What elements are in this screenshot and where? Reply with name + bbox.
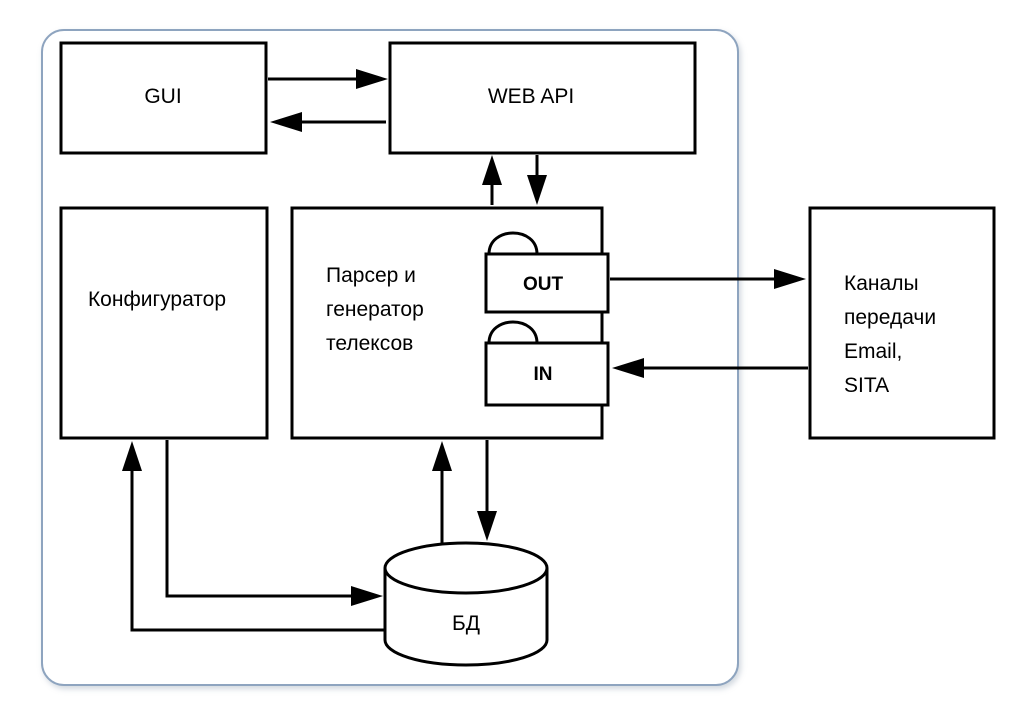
configurator-label: Конфигуратор	[88, 288, 226, 311]
arrow-config-to-db-head	[351, 586, 383, 606]
channels-label-line-4: SITA	[844, 374, 889, 397]
arrow-db-to-config	[130, 468, 385, 632]
web-api-label: WEB API	[488, 85, 574, 108]
channels-label-line-3: Email,	[844, 340, 902, 363]
channels-label-line-2: передачи	[844, 306, 936, 329]
database-cylinder-top	[383, 541, 549, 595]
channels-box	[808, 206, 996, 440]
arrow-webapi-to-gui-head	[270, 112, 302, 132]
parser-label-line-1: Парсер и	[326, 264, 416, 287]
out-queue-label: OUT	[523, 274, 564, 295]
database-label: БД	[452, 612, 480, 635]
parser-label-line-2: генератор	[326, 298, 424, 321]
gui-box	[59, 41, 268, 155]
database-cylinder-body	[383, 568, 549, 667]
arrow-channels-to-in-head	[612, 358, 644, 378]
gui-label: GUI	[144, 85, 181, 108]
out-queue-box	[484, 252, 610, 314]
arrow-parser-to-db-head	[477, 511, 497, 541]
in-queue-handle	[487, 320, 539, 344]
channels-label-line-1: Каналы	[844, 272, 919, 295]
arrow-webapi-to-parser-head	[527, 175, 547, 205]
in-queue-box	[484, 341, 610, 407]
configurator-box	[59, 206, 269, 440]
arrow-db-to-config-head	[122, 441, 142, 471]
arrow-out-to-channels-head	[774, 269, 806, 289]
arrow-gui-to-webapi-head	[356, 69, 388, 89]
in-queue-label: IN	[534, 364, 553, 385]
arrow-config-to-db	[165, 440, 355, 598]
arrow-db-to-parser-head	[432, 441, 452, 471]
arrow-parser-to-webapi-head	[482, 155, 502, 185]
web-api-box	[388, 41, 697, 155]
out-queue-handle	[487, 231, 539, 255]
parser-label-line-3: телексов	[326, 332, 413, 355]
